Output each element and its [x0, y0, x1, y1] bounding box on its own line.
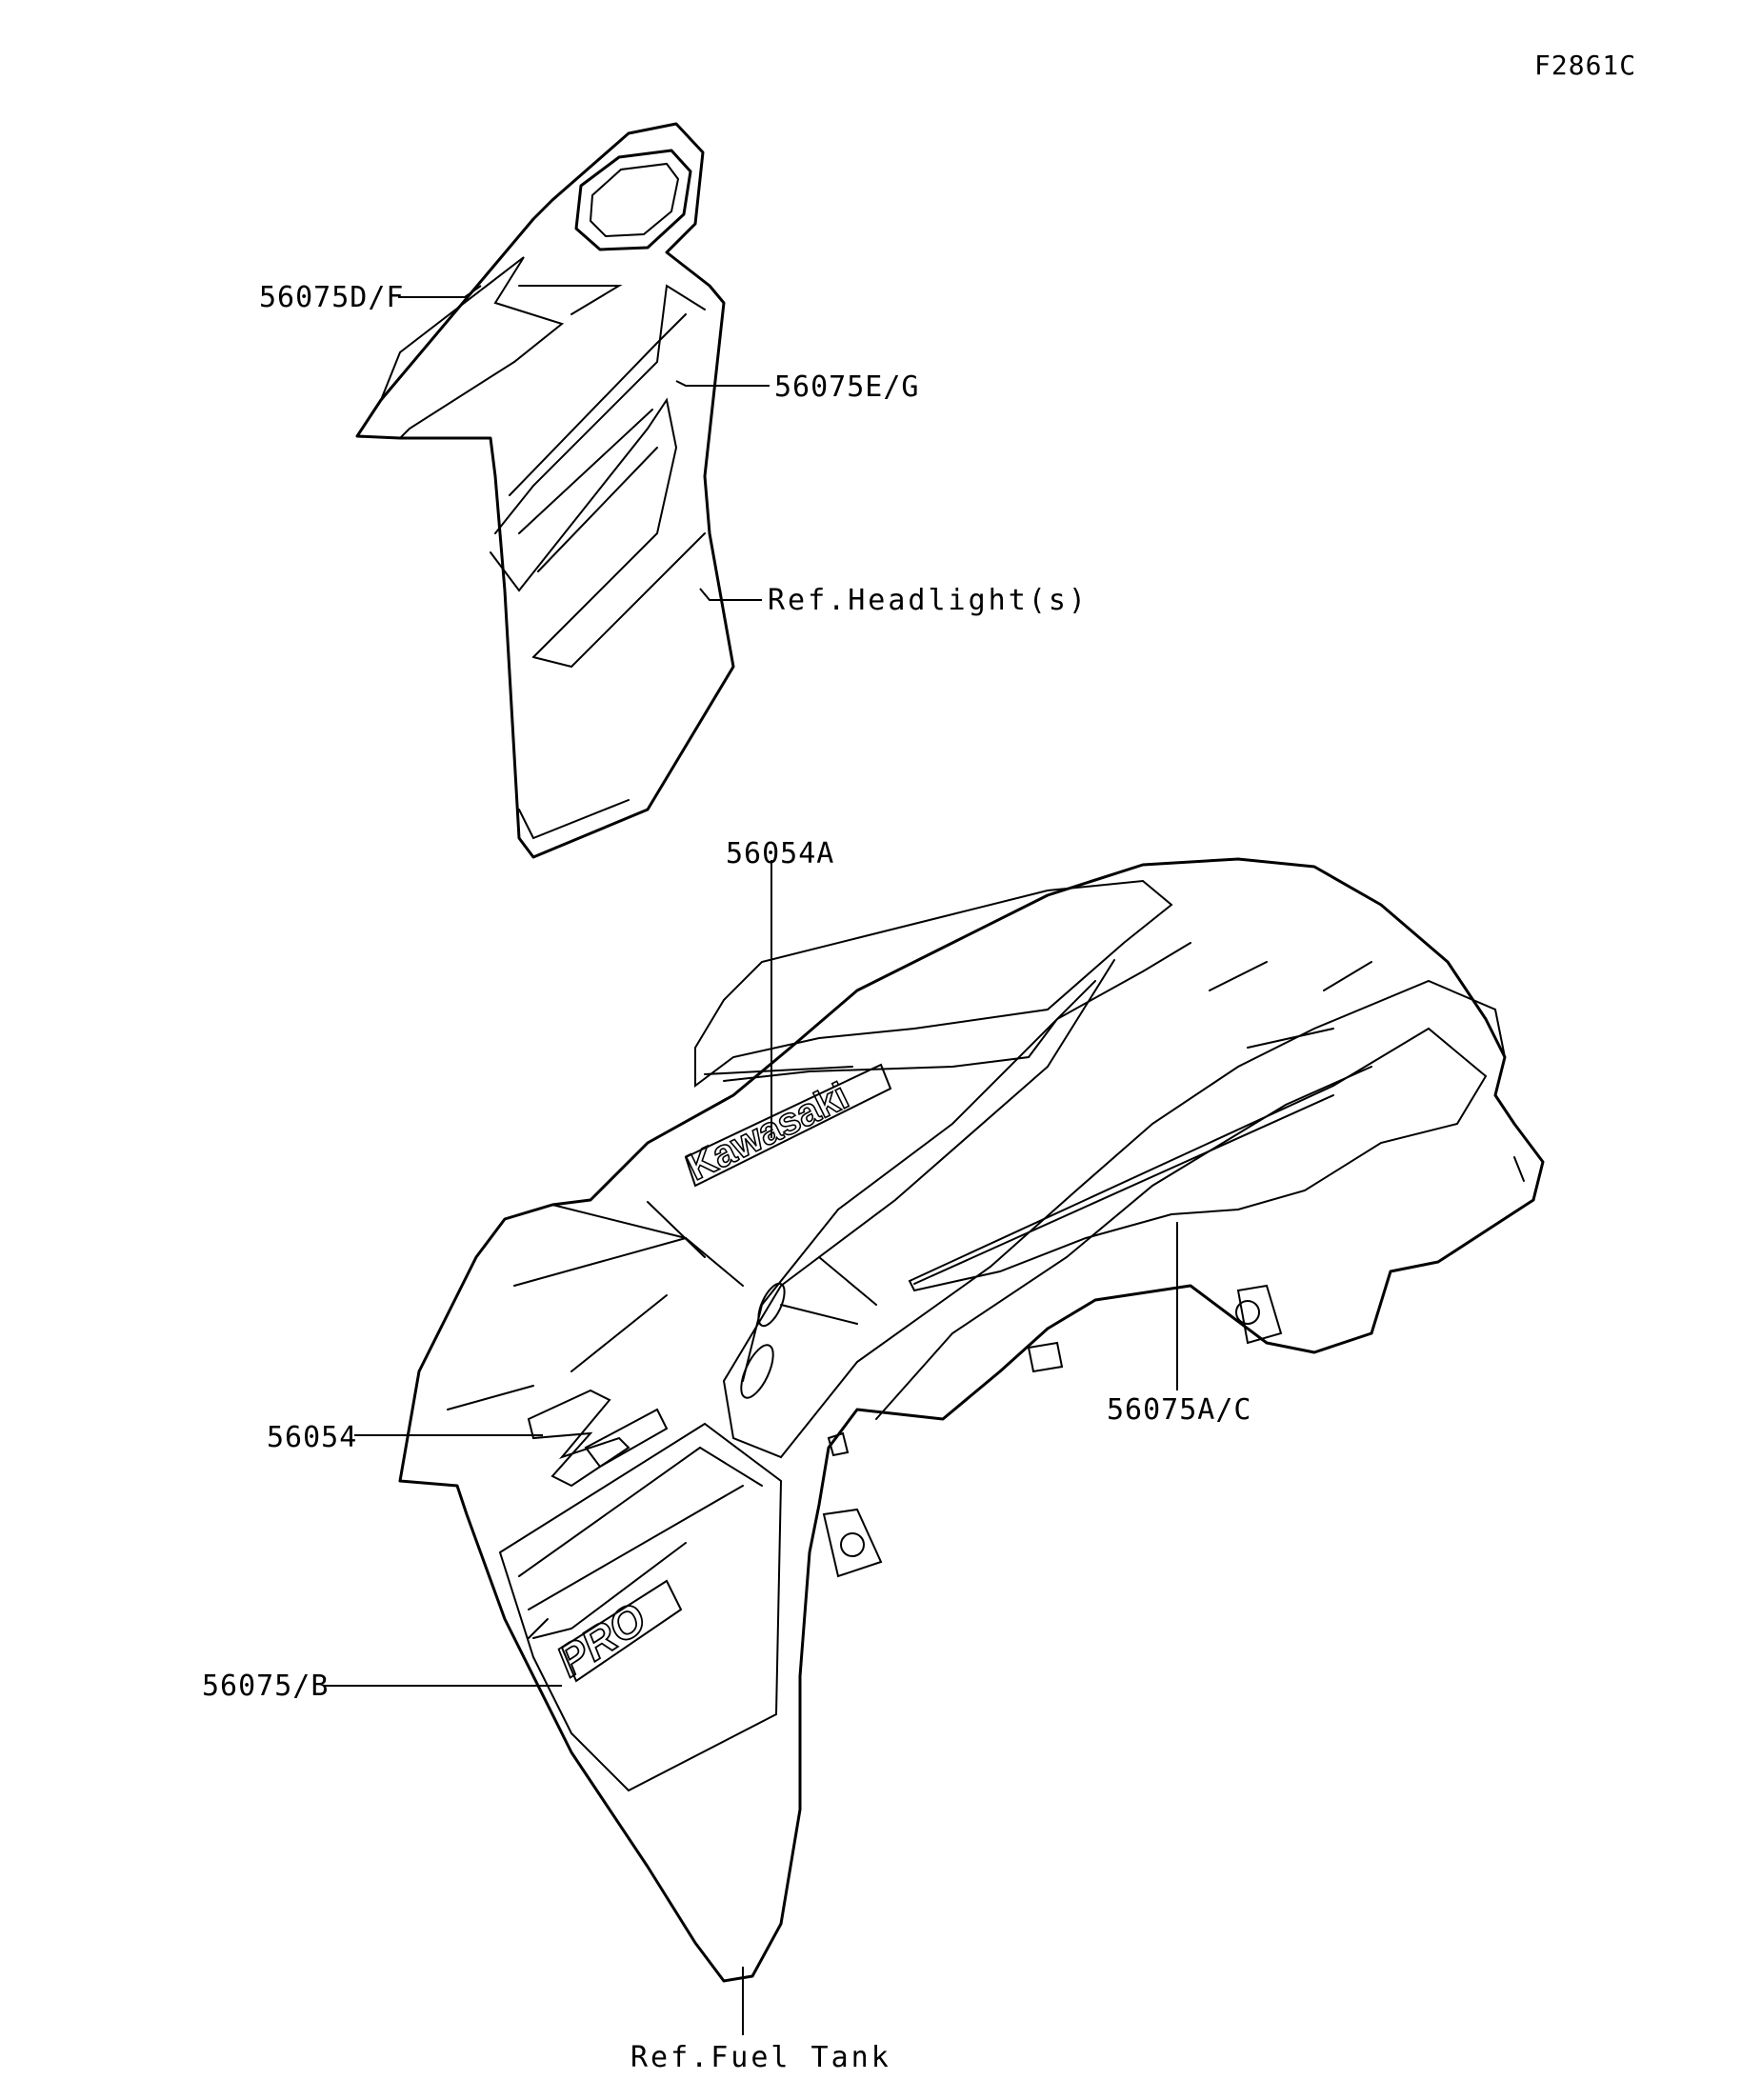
callout-56075-b: 56075/B — [202, 1670, 330, 1703]
callout-ref-headlight: Ref.Headlight(s) — [768, 584, 1089, 617]
callout-ref-fuel-tank: Ref.Fuel Tank — [630, 2041, 891, 2074]
headlight-shroud — [355, 122, 770, 859]
callout-56075e-g: 56075E/G — [774, 370, 920, 404]
fuel-tank-shroud — [324, 857, 1545, 2035]
callout-56075a-c: 56075A/C — [1107, 1393, 1252, 1427]
callout-56054: 56054 — [267, 1421, 358, 1454]
kawasaki-decal-text: Kawasaki — [681, 1075, 855, 1189]
callout-56075d-f: 56075D/F — [259, 281, 405, 314]
callout-56054a: 56054A — [726, 837, 835, 870]
figure-code: F2861C — [1534, 50, 1637, 81]
